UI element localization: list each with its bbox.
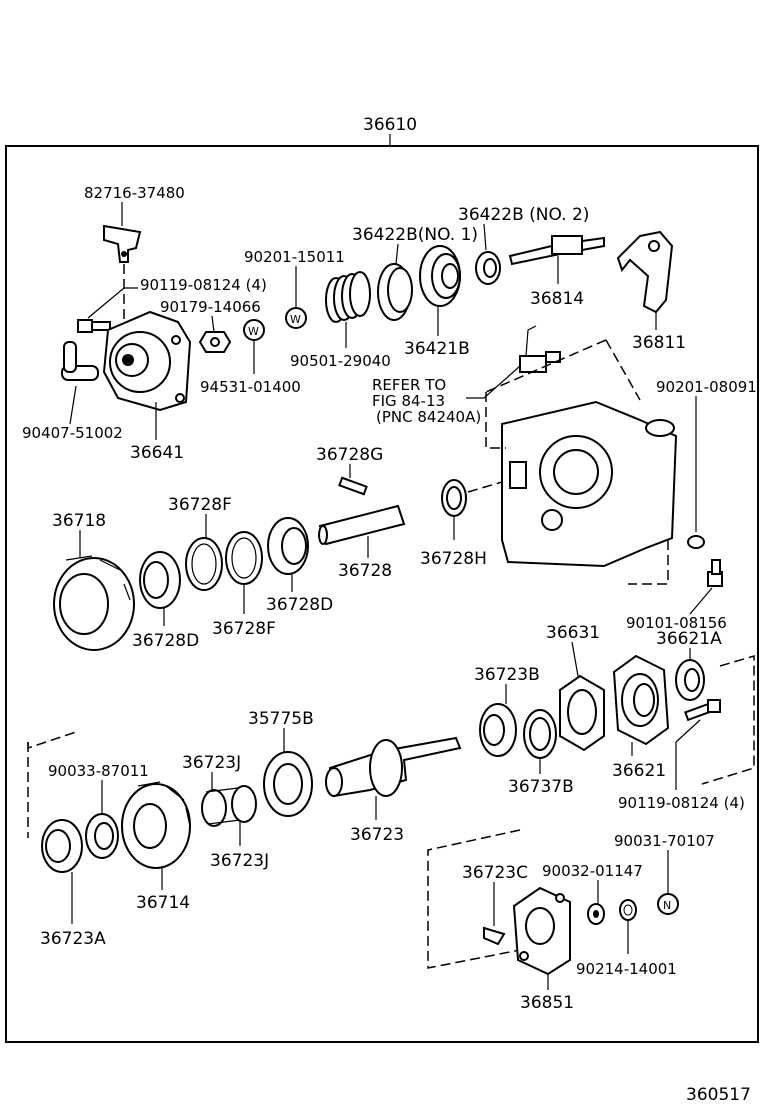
label-90501-29040: 90501-29040 xyxy=(290,352,391,370)
retainer-36621 xyxy=(612,654,670,746)
shim-36737b xyxy=(523,709,557,759)
bolt-90119-bottom xyxy=(684,699,721,722)
ring-36422b-no2 xyxy=(475,251,501,285)
label-36631: 36631 xyxy=(546,623,600,643)
washer-94531: W xyxy=(243,319,265,341)
label-36723j-2: 36723J xyxy=(210,851,269,871)
sleeve-36422b-no1 xyxy=(377,263,413,321)
label-90119-08124-top: 90119-08124 (4) xyxy=(140,276,267,294)
bearing-36723a xyxy=(41,819,83,873)
snapring-36728f-2 xyxy=(225,531,263,585)
label-90101-08156: 90101-08156 xyxy=(626,614,727,632)
hub-36421b xyxy=(419,245,461,307)
label-36723j-1: 36723J xyxy=(182,753,241,773)
label-36728: 36728 xyxy=(338,561,392,581)
label-36851: 36851 xyxy=(520,993,574,1013)
bolt-90119-top xyxy=(77,319,111,333)
label-90179-14066: 90179-14066 xyxy=(160,298,261,316)
washer-90214 xyxy=(619,899,637,921)
label-90201-08091: 90201-08091 xyxy=(656,378,757,396)
label-90119-08124-bottom: 90119-08124 (4) xyxy=(618,794,745,812)
transfer-case xyxy=(501,400,678,568)
label-36723: 36723 xyxy=(350,825,404,845)
cover-36851 xyxy=(512,886,571,976)
washer-90201-case xyxy=(687,535,705,549)
label-90033-87011: 90033-87011 xyxy=(48,762,149,780)
gasket-36728h xyxy=(441,479,467,517)
washer-90201-top: W xyxy=(285,307,307,329)
label-36728g: 36728G xyxy=(316,445,383,465)
bearing-36728d-1 xyxy=(139,551,181,609)
nut-90031: N xyxy=(657,893,679,915)
assembly-frame xyxy=(5,145,759,1043)
label-36422b-no1: 36422B(NO. 1) xyxy=(352,225,478,245)
label-36814: 36814 xyxy=(530,289,584,309)
label-82716-37480: 82716-37480 xyxy=(84,184,185,202)
pin-90407 xyxy=(61,341,99,381)
label-90032-01147: 90032-01147 xyxy=(542,862,643,880)
key-36723c xyxy=(483,926,506,946)
label-36714: 36714 xyxy=(136,893,190,913)
gear-36714 xyxy=(121,781,191,869)
gasket-36631 xyxy=(559,674,605,752)
label-36728d-2: 36728D xyxy=(266,595,333,615)
snapring-36728f-1 xyxy=(185,537,223,591)
refer-line-2: FIG 84-13 xyxy=(372,392,445,410)
bracket-82716 xyxy=(103,224,142,263)
seal-36621a xyxy=(675,659,705,701)
label-36421b: 36421B xyxy=(404,339,470,359)
label-90201-15011: 90201-15011 xyxy=(244,248,345,266)
key-36728g xyxy=(338,476,368,496)
label-36621a: 36621A xyxy=(656,629,722,649)
cover-36641 xyxy=(102,310,192,412)
washer-w-symbol-2: W xyxy=(290,313,301,326)
spring-90501 xyxy=(325,271,371,323)
label-90214-14001: 90214-14001 xyxy=(576,960,677,978)
label-36728f-2: 36728F xyxy=(212,619,276,639)
label-36621: 36621 xyxy=(612,761,666,781)
shaft-36728 xyxy=(318,504,406,546)
label-94531-01400: 94531-01400 xyxy=(200,378,301,396)
nut-90179 xyxy=(198,331,232,353)
label-36723c: 36723C xyxy=(462,863,528,883)
drawing-number: 360517 xyxy=(686,1085,751,1105)
refer-line-1: REFER TO xyxy=(372,376,446,394)
label-36723a: 36723A xyxy=(40,929,106,949)
bearing-36728d-2 xyxy=(267,517,309,575)
label-36728h: 36728H xyxy=(420,549,487,569)
label-35775b: 35775B xyxy=(248,709,314,729)
needle-bearing-36723j xyxy=(201,785,257,827)
label-36728f-1: 36728F xyxy=(168,495,232,515)
mainshaft-36723 xyxy=(325,736,462,798)
bolt-90101 xyxy=(707,559,723,587)
fork-36811 xyxy=(616,230,674,314)
gear-36718 xyxy=(53,555,135,651)
nut-90032 xyxy=(587,903,605,925)
label-36728d-1: 36728D xyxy=(132,631,199,651)
switch-refer xyxy=(519,325,561,373)
label-90031-70107: 90031-70107 xyxy=(614,832,715,850)
refer-line-3: (PNC 84240A) xyxy=(376,408,481,426)
label-36811: 36811 xyxy=(632,333,686,353)
label-36641: 36641 xyxy=(130,443,184,463)
label-36723b: 36723B xyxy=(474,665,540,685)
washer-w-symbol-1: W xyxy=(248,325,259,338)
label-36718: 36718 xyxy=(52,511,106,531)
nut-n-symbol: N xyxy=(663,899,671,912)
ring-90033 xyxy=(85,813,119,859)
label-36422b-no2: 36422B (NO. 2) xyxy=(458,205,589,225)
shaft-36814 xyxy=(508,235,605,266)
bearing-36723b xyxy=(479,703,517,757)
assembly-label: 36610 xyxy=(363,115,417,135)
label-90407-51002: 90407-51002 xyxy=(22,424,123,442)
label-36737b: 36737B xyxy=(508,777,574,797)
synchro-35775b xyxy=(263,751,313,817)
